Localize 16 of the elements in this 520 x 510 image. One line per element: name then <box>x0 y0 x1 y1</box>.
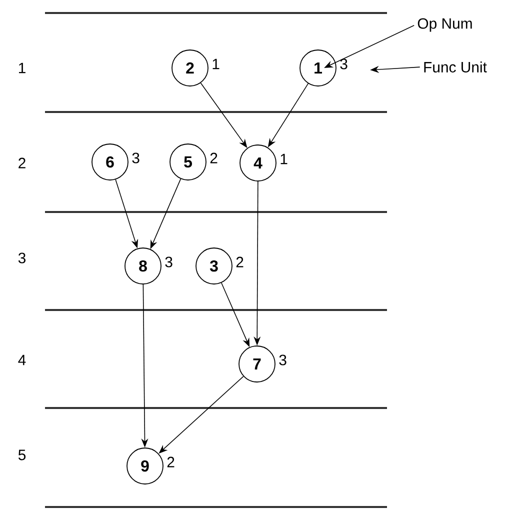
row-number: 4 <box>18 354 26 366</box>
annotation-text: Op Num <box>418 18 472 32</box>
unit-number: 1 <box>212 58 220 70</box>
row-number: 3 <box>18 252 26 264</box>
unit-number: 3 <box>132 152 140 164</box>
unit-number: 3 <box>340 58 348 70</box>
unit-number: 2 <box>210 152 218 164</box>
unit-number: 2 <box>236 256 244 268</box>
unit-number: 3 <box>279 354 286 366</box>
unit-number: 1 <box>280 154 288 164</box>
row-number: 1 <box>19 62 26 74</box>
row-number: 5 <box>18 450 26 460</box>
unit-number: 2 <box>167 456 174 468</box>
annotation-text: Func Unit <box>424 62 487 72</box>
unit-number: 3 <box>165 256 172 268</box>
row-number: 2 <box>18 158 26 168</box>
